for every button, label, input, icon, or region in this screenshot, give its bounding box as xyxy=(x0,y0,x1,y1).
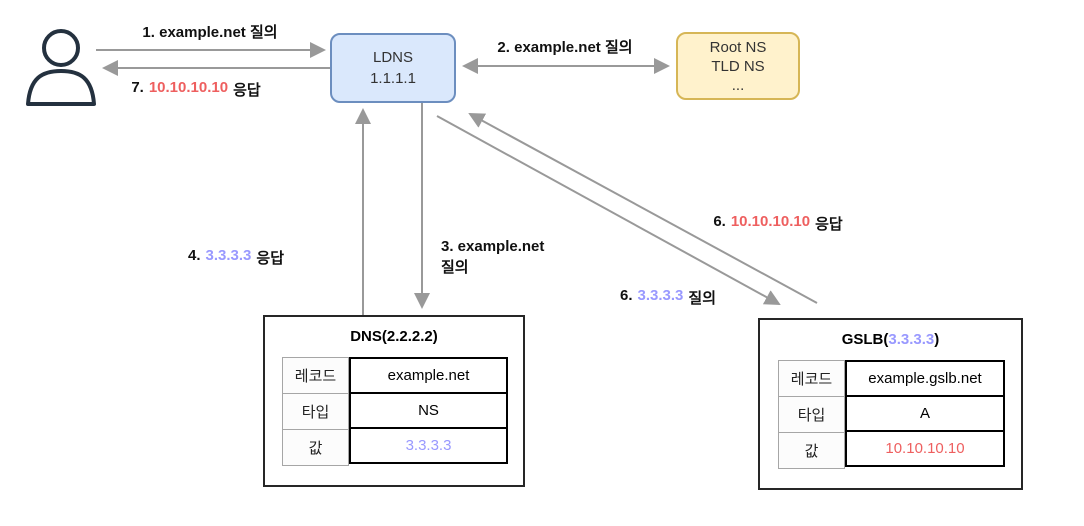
label-step7-response: 7. 10.10.10.10 응답 xyxy=(131,79,261,99)
ldns-node: LDNS 1.1.1.1 xyxy=(330,33,456,103)
ldns-ip: 1.1.1.1 xyxy=(370,70,416,87)
dns-row-record-label: 레코드 xyxy=(282,357,349,394)
gslb-row-record-label: 레코드 xyxy=(778,360,845,397)
label-step1-query: 1. example.net 질의 xyxy=(142,24,278,41)
rootns-line2: TLD NS xyxy=(711,57,765,75)
gslb-row-type-value: A xyxy=(845,395,1005,432)
label-step2-query: 2. example.net 질의 xyxy=(497,39,633,56)
gslb-row-value-value: 10.10.10.10 xyxy=(845,430,1005,467)
gslb-card-title: GSLB(3.3.3.3) xyxy=(841,331,940,348)
arrow-6-gslb-to-ldns xyxy=(468,113,818,304)
gslb-record-card: GSLB(3.3.3.3) 레코드 타입 값 example.gslb.net … xyxy=(758,318,1023,490)
label-step3-query: 3. example.net 질의 xyxy=(441,238,545,276)
dns-row-record-value: example.net xyxy=(349,357,508,394)
dns-row-value-label: 값 xyxy=(282,429,349,466)
gslb-row-value-label: 값 xyxy=(778,432,845,469)
rootns-node: Root NS TLD NS ... xyxy=(676,32,800,100)
gslb-row-record-value: example.gslb.net xyxy=(845,360,1005,397)
ldns-name: LDNS xyxy=(372,49,413,66)
dns-card-title: DNS(2.2.2.2) xyxy=(350,328,438,345)
person-icon xyxy=(26,29,96,106)
rootns-line1: Root NS xyxy=(709,38,767,56)
label-step6-query: 6. 3.3.3.3 질의 xyxy=(620,287,716,307)
dns-row-value-value: 3.3.3.3 xyxy=(349,427,508,464)
rootns-line3: ... xyxy=(731,76,745,94)
gslb-row-type-label: 타입 xyxy=(778,396,845,433)
gslb-record-table: 레코드 타입 값 example.gslb.net A 10.10.10.10 xyxy=(778,360,1005,469)
arrow-6-ldns-to-gslb xyxy=(436,115,781,305)
label-step6-response: 6. 10.10.10.10 응답 xyxy=(713,213,843,233)
dns-record-card: DNS(2.2.2.2) 레코드 타입 값 example.net NS 3.3… xyxy=(263,315,525,487)
dns-row-type-label: 타입 xyxy=(282,393,349,430)
dns-record-table: 레코드 타입 값 example.net NS 3.3.3.3 xyxy=(282,357,508,466)
dns-row-type-value: NS xyxy=(349,392,508,429)
label-step4-response: 4. 3.3.3.3 응답 xyxy=(188,247,284,267)
